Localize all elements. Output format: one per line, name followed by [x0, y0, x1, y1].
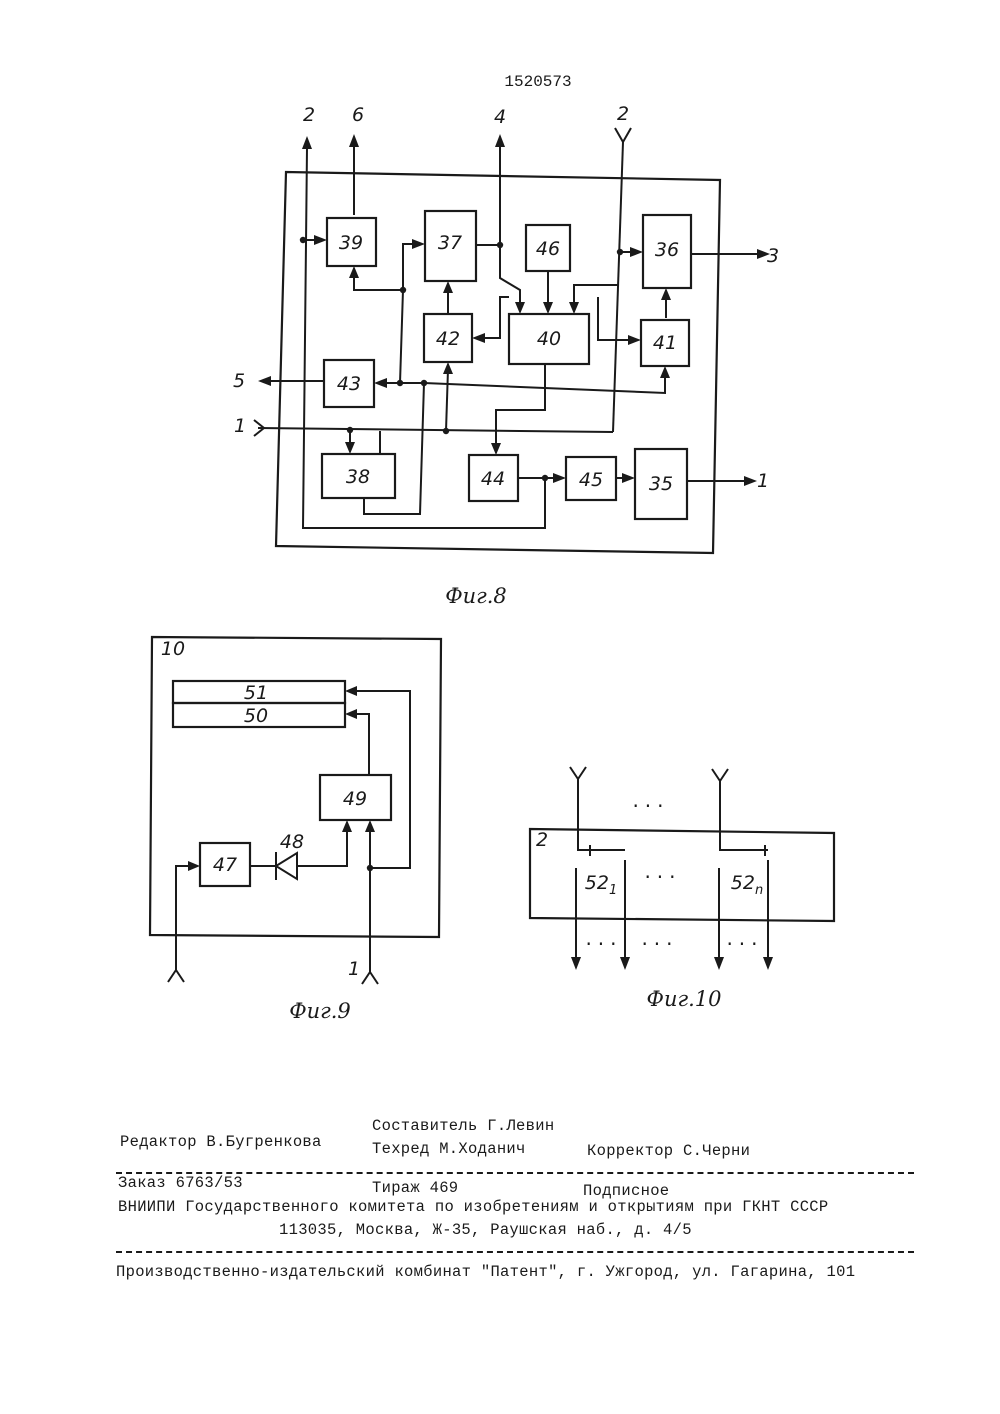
fig8-caption: Фиг.8 — [445, 584, 507, 608]
block-46-label: 46 — [536, 238, 560, 260]
org-line: ВНИИПИ Государственного комитета по изоб… — [118, 1198, 829, 1216]
terminal-2-right: 2 — [617, 103, 629, 125]
plant-line: Производственно-издательский комбинат "П… — [116, 1263, 855, 1281]
compiler-line: Составитель Г.Левин — [372, 1117, 554, 1135]
corrector-line: Корректор С.Черни — [587, 1142, 750, 1160]
terminal-3: 3 — [767, 245, 779, 267]
terminal-2-left: 2 — [303, 104, 315, 126]
diode-48-label: 48 — [280, 831, 304, 853]
fig8-arrowheads — [254, 128, 770, 486]
block-39-label: 39 — [339, 232, 363, 254]
fig9-input-label: 1 — [348, 958, 360, 980]
fig9-caption: Фиг.9 — [289, 999, 351, 1023]
block-37-label: 37 — [438, 232, 462, 254]
block-47-label: 47 — [213, 854, 237, 876]
fig10-ellipsis-bottom-right: ... — [726, 926, 763, 950]
fig10-ellipsis-bottom-mid: ... — [641, 926, 678, 950]
techred-line: Техред М.Ходанич — [372, 1140, 526, 1158]
block-49-label: 49 — [343, 788, 367, 810]
block-50-label: 50 — [244, 705, 268, 727]
footer-rule-bottom — [116, 1251, 914, 1253]
fig10-ellipsis-mid: ... — [644, 859, 681, 883]
circulation-line: Тираж 469 — [372, 1179, 458, 1197]
fig10-ellipsis-bottom-left: ... — [585, 926, 622, 950]
terminal-4: 4 — [494, 106, 506, 128]
fig10-ellipsis-top: ... — [632, 788, 669, 812]
terminal-6: 6 — [352, 104, 364, 126]
block-44-label: 44 — [481, 468, 505, 490]
block-43-label: 43 — [337, 373, 361, 395]
block-40-label: 40 — [537, 328, 561, 350]
figure-10: 2 ... ... ... ... ... 521 52n Фиг.10 — [530, 767, 834, 1011]
editor-line: Редактор В.Бугренкова — [120, 1133, 322, 1151]
terminal-1-in: 1 — [234, 415, 246, 437]
figure-9: 10 51 50 49 47 48 — [150, 637, 441, 1023]
figure-8: 39 37 46 36 42 40 41 43 38 44 45 35 — [233, 103, 779, 608]
block-51-label: 51 — [244, 682, 268, 704]
block-42-label: 42 — [436, 328, 460, 350]
block-36-label: 36 — [655, 239, 679, 261]
fig8-frame — [276, 172, 720, 553]
fig9-frame-label: 10 — [161, 638, 185, 660]
element-52-1-label: 521 — [585, 872, 617, 898]
terminal-5: 5 — [233, 370, 245, 392]
element-52-n-label: 52n — [731, 872, 763, 898]
block-45-label: 45 — [579, 469, 603, 491]
block-38-label: 38 — [346, 466, 370, 488]
terminal-1-out: 1 — [757, 470, 769, 492]
address-line: 113035, Москва, Ж-35, Раушская наб., д. … — [279, 1221, 692, 1239]
page-number: 1520573 — [504, 73, 571, 91]
fig9-junction — [367, 865, 373, 871]
order-line: Заказ 6763/53 — [118, 1174, 243, 1192]
fig10-frame-label: 2 — [536, 829, 548, 851]
diode-48 — [276, 852, 297, 880]
block-35-label: 35 — [649, 473, 673, 495]
fig10-caption: Фиг.10 — [647, 987, 722, 1011]
block-41-label: 41 — [653, 332, 677, 354]
